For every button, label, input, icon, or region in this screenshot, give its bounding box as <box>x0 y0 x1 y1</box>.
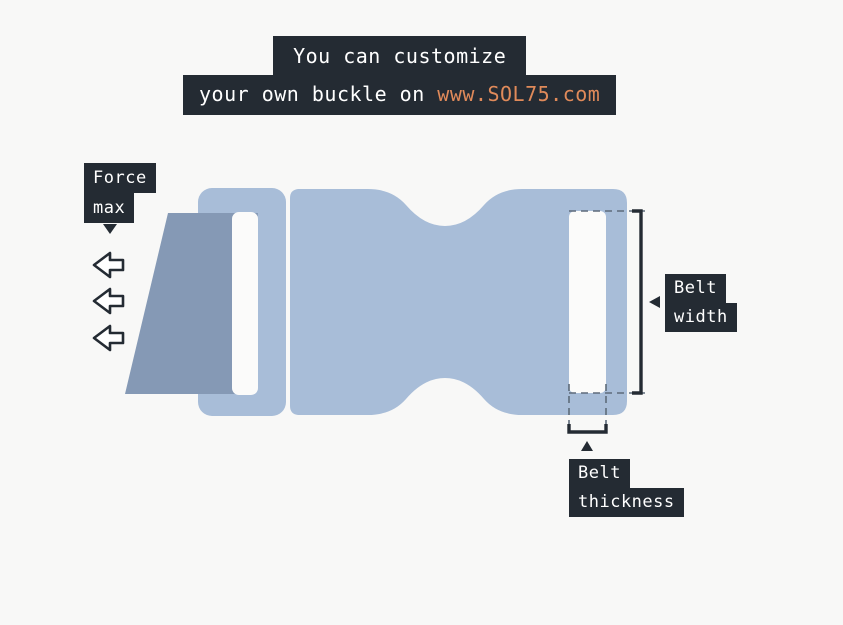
triangle-left-icon <box>649 296 660 308</box>
belt-thickness-line1: Belt <box>569 459 630 488</box>
belt-thickness-dimension <box>567 384 608 451</box>
belt-width-bracket <box>632 209 643 395</box>
force-max-label: Force max <box>84 163 156 223</box>
promo-banner-line1: You can customize <box>273 36 527 75</box>
triangle-down-icon <box>103 224 117 234</box>
belt-thickness-line2: thickness <box>569 488 684 517</box>
belt-width-line2: width <box>665 303 737 332</box>
belt-thickness-label: Belt thickness <box>569 459 684 517</box>
belt-width-label: Belt width <box>665 274 737 332</box>
promo-banner: You can customize your own buckle on www… <box>183 36 617 115</box>
belt-thickness-bracket <box>567 424 608 434</box>
force-indicator-group <box>92 224 125 352</box>
force-max-line1: Force <box>84 163 156 193</box>
arrow-left-icon <box>92 251 125 279</box>
promo-banner-prefix: your own buckle on <box>199 82 438 106</box>
promo-banner-line2: your own buckle on www.SOL75.com <box>183 75 617 115</box>
right-belt-slot <box>569 211 606 393</box>
triangle-up-icon <box>581 441 593 451</box>
force-max-line2: max <box>84 193 135 223</box>
buckle-male-half <box>290 189 627 415</box>
promo-banner-url[interactable]: www.SOL75.com <box>437 82 601 106</box>
arrow-left-icon <box>92 324 125 352</box>
arrow-left-icon <box>92 287 125 315</box>
belt-width-dimension <box>569 209 660 395</box>
left-belt-slot <box>232 212 258 395</box>
belt-width-line1: Belt <box>665 274 726 303</box>
belt-strap <box>125 213 258 394</box>
